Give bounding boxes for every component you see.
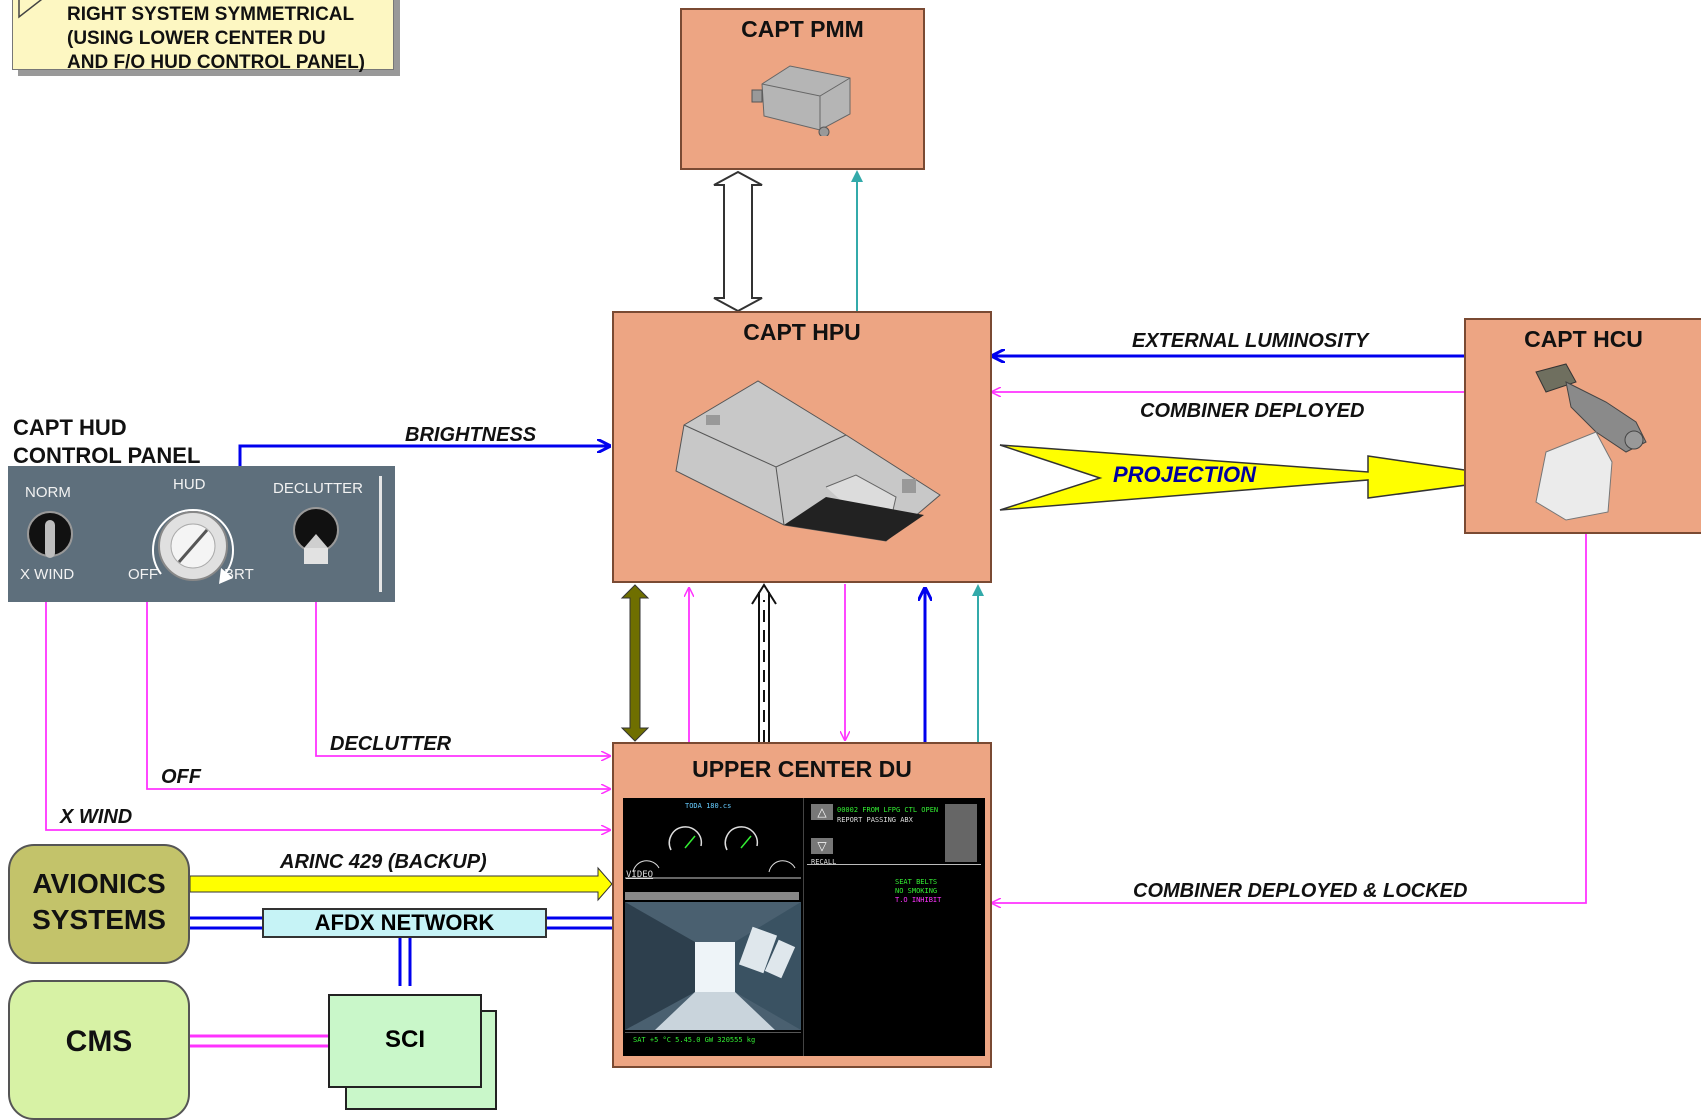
hpu-du-olive-arrow (620, 584, 650, 742)
avionics-systems-box[interactable]: AVIONICS SYSTEMS (8, 844, 190, 964)
toda-text: TODA 180.cs (685, 802, 732, 810)
symmetry-note: RIGHT SYSTEM SYMMETRICAL (USING LOWER CE… (12, 0, 394, 73)
cms-sci-lines (190, 1034, 328, 1048)
brt-label: BRT (224, 566, 254, 583)
upper-center-du-title: UPPER CENTER DU (692, 756, 912, 782)
avionics-line-2: SYSTEMS (32, 904, 166, 935)
off-label: OFF (161, 766, 201, 788)
video-label: VIDEO (626, 870, 654, 880)
note-line-3: AND F/O HUD CONTROL PANEL) (67, 52, 366, 73)
combiner-unit-icon (1535, 363, 1647, 521)
xwind-toggle-switch[interactable] (22, 506, 82, 566)
recall-label: RECALL (811, 858, 837, 866)
capt-hpu-box[interactable]: CAPT HPU (612, 311, 992, 583)
note-line-2: (USING LOWER CENTER DU (67, 28, 326, 49)
hpu-unit-icon (675, 380, 941, 542)
declutter-line (315, 578, 610, 756)
video-header-bar (625, 892, 799, 900)
arinc-label: ARINC 429 (BACKUP) (280, 851, 487, 873)
declutter-label: DECLUTTER (330, 733, 452, 755)
memo-no-smoking: NO SMOKING (895, 887, 938, 895)
alert-up-button[interactable]: △ (811, 804, 833, 820)
capt-pmm-box[interactable]: CAPT PMM (680, 8, 925, 170)
capt-hcu-title: CAPT HCU (1524, 326, 1643, 352)
engine-gauges (625, 826, 801, 879)
arinc-arrow (189, 866, 613, 902)
external-luminosity-label: EXTERNAL LUMINOSITY (1132, 330, 1369, 352)
declutter-panel-label: DECLUTTER (273, 480, 364, 497)
hud-control-panel: NORM X WIND HUD OFF BRT DECLUTTER (8, 466, 395, 602)
norm-label: NORM (25, 484, 71, 501)
off-panel-label: OFF (128, 566, 158, 583)
du-status-strip (625, 1032, 801, 1055)
avionics-line-1: AVIONICS (32, 868, 166, 899)
du-side-buttons (945, 804, 977, 862)
message-line-1: 00002 FROM LFPG CTL OPEN (837, 806, 939, 814)
off-line (146, 578, 610, 789)
combiner-locked-line (992, 534, 1587, 903)
projection-arrow (999, 444, 1521, 511)
hud-control-panel-title: CAPT HUD CONTROL PANEL (13, 414, 200, 470)
memo-to-inhibit: T.O INHIBIT (895, 896, 942, 904)
xwind-line (45, 578, 610, 830)
projection-label: PROJECTION (1113, 462, 1257, 487)
message-line-2: REPORT PASSING ABX (837, 816, 913, 824)
pmm-hpu-bidirectional-arrow (713, 170, 763, 313)
combiner-deployed-label: COMBINER DEPLOYED (1140, 400, 1365, 422)
note-corner-icon (18, 0, 43, 19)
panel-divider (379, 476, 382, 592)
du-status-text: SAT +5 °C 5.45.0 GW 320555 kg (633, 1036, 756, 1044)
cms-box[interactable]: CMS (8, 980, 190, 1120)
note-line-1: RIGHT SYSTEM SYMMETRICAL (67, 4, 355, 25)
pmm-unit-icon (751, 65, 851, 136)
capt-pmm-title: CAPT PMM (741, 16, 864, 42)
hud-label: HUD (173, 476, 206, 493)
brightness-label: BRIGHTNESS (405, 424, 537, 446)
du-left-half (623, 798, 804, 1056)
declutter-switch[interactable] (290, 504, 350, 568)
du-right-divider (807, 864, 981, 865)
alert-down-button[interactable]: ▽ (811, 838, 833, 854)
combiner-locked-label: COMBINER DEPLOYED & LOCKED (1133, 880, 1468, 902)
sci-label: SCI (384, 1026, 425, 1053)
hud-panel-title-line-1: CAPT HUD (13, 415, 127, 440)
afdx-network-box[interactable]: AFDX NETWORK (262, 908, 547, 938)
capt-hcu-box[interactable]: CAPT HCU (1464, 318, 1701, 534)
cms-label: CMS (65, 1025, 133, 1058)
xwind-label: X WIND (60, 806, 133, 828)
hud-brightness-knob[interactable] (143, 496, 243, 591)
afdx-lines (190, 916, 612, 986)
note-text: RIGHT SYSTEM SYMMETRICAL (USING LOWER CE… (67, 3, 365, 75)
capt-hpu-title: CAPT HPU (743, 319, 861, 345)
du-hpu-black-double-line (751, 583, 777, 742)
memo-seat-belts: SEAT BELTS (895, 878, 938, 886)
hud-panel-title-line-2: CONTROL PANEL (13, 443, 201, 468)
du-screen: TODA 180.cs VIDEO SAT +5 °C 5.45.0 GW 32… (623, 798, 985, 1056)
xwind-panel-label: X WIND (20, 566, 75, 583)
sci-box[interactable]: SCI (328, 994, 482, 1088)
cabin-video-image (625, 902, 801, 1030)
